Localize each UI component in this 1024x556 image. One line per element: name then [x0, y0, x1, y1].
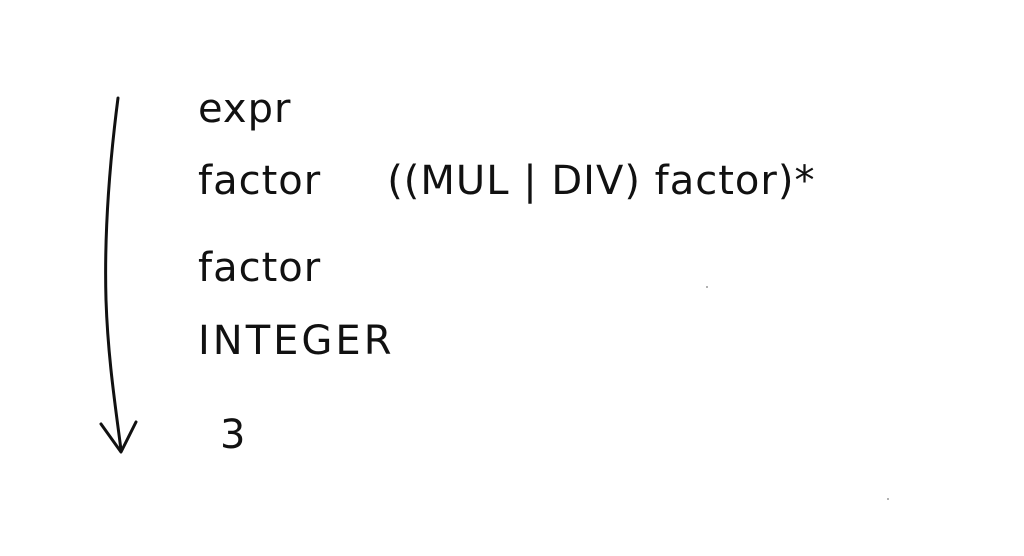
rule-expr: expr — [198, 86, 291, 132]
token-value-label: 3 — [220, 412, 247, 458]
rule-expr-label: expr — [198, 86, 292, 132]
rule-factor-single-label: factor — [198, 245, 322, 291]
rule-factor-label: factor — [198, 158, 322, 204]
rule-factor-repeat: ((MUL | DIV) factor)* — [387, 158, 816, 204]
stray-mark — [706, 286, 708, 288]
arrow-shaft — [104, 96, 123, 452]
rule-factor: factor — [198, 245, 321, 291]
rule-factor-expansion: factor ((MUL | DIV) factor)* — [198, 158, 815, 204]
token-value: 3 — [220, 412, 246, 458]
rule-integer: INTEGER — [198, 318, 395, 364]
stray-mark — [887, 498, 889, 500]
rule-integer-label: INTEGER — [198, 318, 395, 364]
arrow-head-icon — [99, 420, 138, 454]
